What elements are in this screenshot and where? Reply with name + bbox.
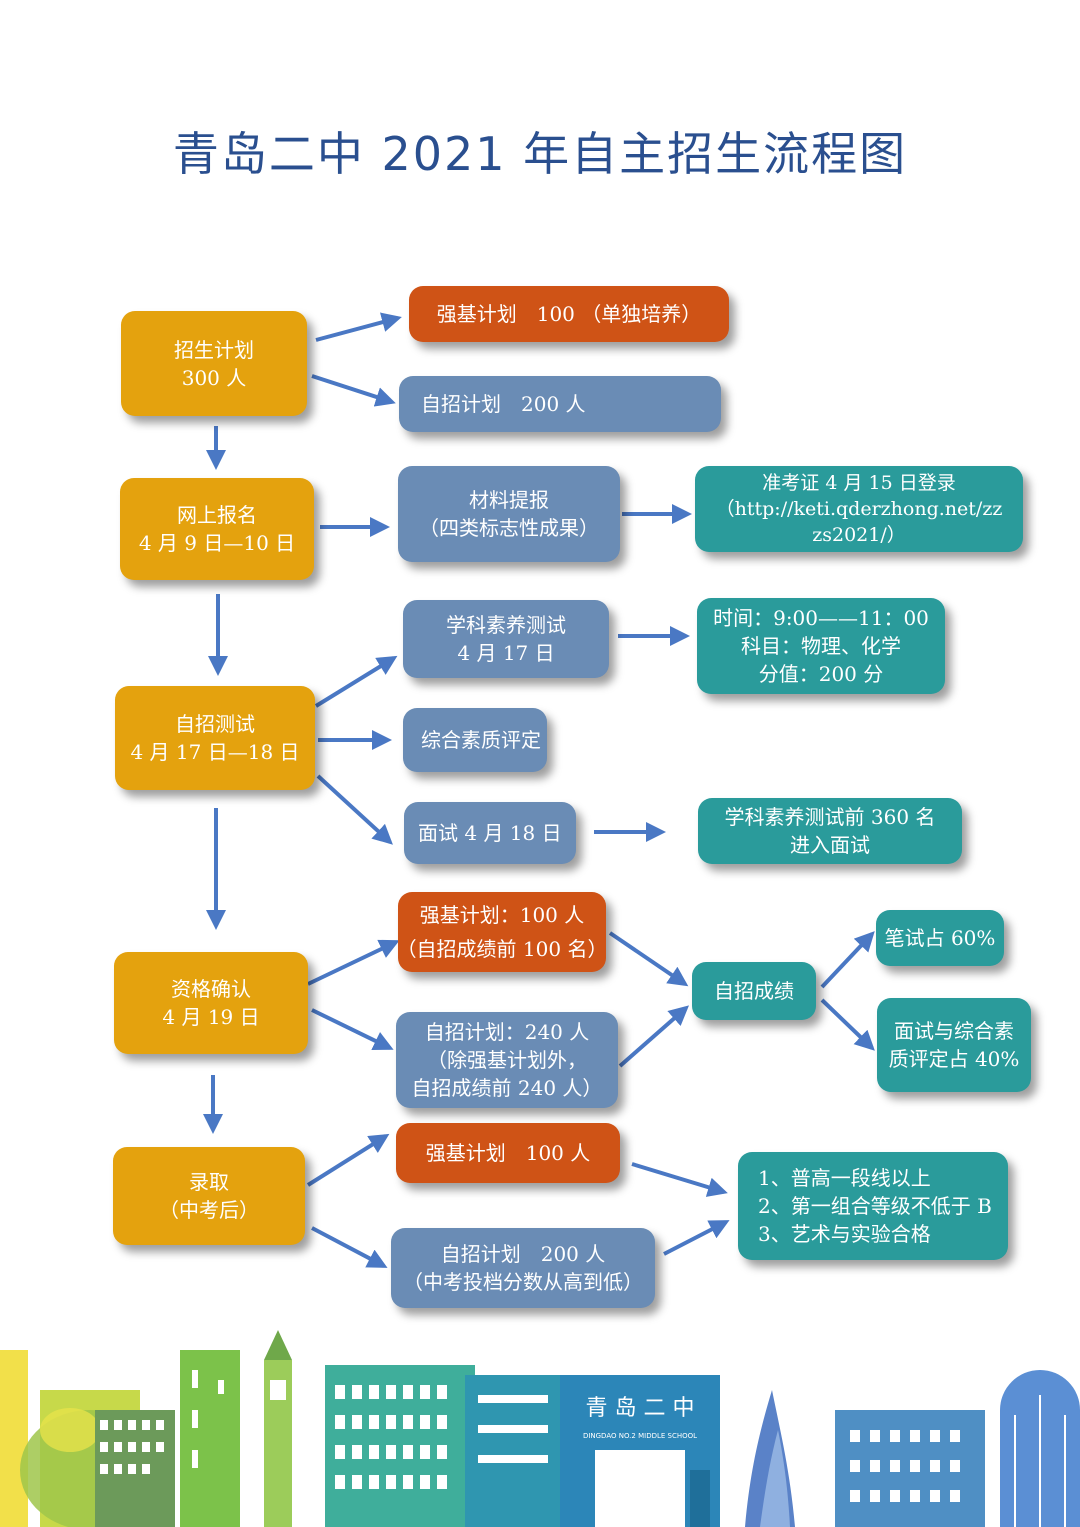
admit-requirements: 1、普高一段线以上 2、第一组合等级不低于 B 3、艺术与实验合格 (738, 1152, 1008, 1260)
signup-material-line1: 材料提报 (469, 488, 549, 512)
step-plan: 招生计划 300 人 (121, 311, 307, 416)
step-test-title: 自招测试 (175, 712, 255, 736)
step-confirm-date: 4 月 19 日 (162, 1005, 260, 1029)
signup-ticket: 准考证 4 月 15 日登录 （http://keti.qderzhong.ne… (695, 466, 1023, 552)
arrow-score-written (820, 931, 875, 989)
admit-zizhao: 自招计划 200 人 （中考投档分数从高到低） (391, 1228, 655, 1308)
test-subject: 学科素养测试 4 月 17 日 (403, 600, 609, 678)
test-schedule-time: 时间：9:00——11：00 (713, 606, 929, 630)
test-schedule-score: 分值：200 分 (758, 662, 884, 686)
step-signup-date: 4 月 9 日—10 日 (138, 531, 296, 555)
arrow-plan-zizhao (311, 374, 396, 407)
arrow-admit-qiangji (306, 1133, 390, 1187)
signup-ticket-line3: zs2021/） (812, 524, 906, 546)
confirm-zizhao-line3: 自招成绩前 240 人） (411, 1076, 603, 1100)
arrow-test-subject (314, 655, 398, 708)
plan-qiangji-label: 强基计划 100 （单独培养） (436, 302, 702, 326)
confirm-score: 自招成绩 (692, 962, 816, 1020)
arrow-qiangji-req (631, 1162, 728, 1197)
test-interview-note-line2: 进入面试 (790, 833, 870, 857)
confirm-interview: 面试与综合素 质评定占 40% (877, 998, 1031, 1092)
test-interview-label: 面试 4 月 18 日 (418, 821, 562, 845)
test-quality-label: 综合素质评定 (421, 728, 541, 752)
arrow-score-interview (820, 998, 875, 1051)
plan-qiangji: 强基计划 100 （单独培养） (409, 286, 729, 342)
admit-req-2: 2、第一组合等级不低于 B (758, 1194, 992, 1218)
signup-material: 材料提报 （四类标志性成果） (398, 466, 620, 562)
arrow-plan-qiangji (315, 312, 402, 342)
gate-sign-subtext: DINGDAO NO.2 MIDDLE SCHOOL (583, 1432, 697, 1440)
test-interview-note-line1: 学科素养测试前 360 名 (724, 805, 936, 829)
step-admit: 录取 （中考后） (113, 1147, 305, 1245)
confirm-qiangji-line2: （自招成绩前 100 名） (396, 937, 608, 961)
confirm-written-label: 笔试占 60% (884, 926, 996, 950)
confirm-zizhao-line1: 自招计划：240 人 (424, 1020, 590, 1044)
test-subject-line2: 4 月 17 日 (457, 641, 555, 665)
step-signup: 网上报名 4 月 9 日—10 日 (120, 478, 314, 580)
gate-sign-text: 青 岛 二 中 (586, 1396, 695, 1421)
test-interview-note: 学科素养测试前 360 名 进入面试 (698, 798, 962, 864)
test-schedule: 时间：9:00——11：00 科目：物理、化学 分值：200 分 (697, 598, 945, 694)
test-interview: 面试 4 月 18 日 (404, 802, 576, 864)
step-confirm-title: 资格确认 (171, 977, 251, 1001)
arrow-confirm-qiangji (307, 939, 400, 986)
step-confirm: 资格确认 4 月 19 日 (114, 952, 308, 1054)
confirm-written: 笔试占 60% (876, 910, 1004, 966)
arrow-qiangji-score (608, 931, 689, 987)
signup-ticket-line1: 准考证 4 月 15 日登录 (762, 472, 956, 494)
signup-ticket-line2: （http://keti.qderzhong.net/zz (715, 498, 1003, 520)
step-plan-count: 300 人 (181, 365, 247, 390)
confirm-score-label: 自招成绩 (714, 979, 794, 1003)
confirm-zizhao: 自招计划：240 人 （除强基计划外， 自招成绩前 240 人） (396, 1012, 618, 1108)
test-schedule-subjects: 科目：物理、化学 (741, 634, 901, 658)
confirm-interview-line1: 面试与综合素 (894, 1019, 1014, 1043)
arrow-admit-zizhao (311, 1226, 388, 1268)
test-subject-line1: 学科素养测试 (446, 613, 566, 637)
plan-zizhao: 自招计划 200 人 (399, 376, 721, 432)
plan-zizhao-label: 自招计划 200 人 (421, 392, 586, 416)
step-admit-note: （中考后） (159, 1198, 259, 1222)
confirm-qiangji: 强基计划：100 人 （自招成绩前 100 名） (396, 892, 608, 972)
admit-qiangji-label: 强基计划 100 人 (425, 1141, 591, 1165)
arrow-zizhao-score (618, 1005, 690, 1068)
campus-skyline-illustration: 青 岛 二 中 DINGDAO NO.2 MIDDLE SCHOOL (0, 1330, 1080, 1527)
arrow-test-interview (316, 774, 393, 845)
step-admit-title: 录取 (189, 1170, 229, 1194)
confirm-qiangji-line1: 强基计划：100 人 (419, 903, 585, 927)
step-plan-title: 招生计划 (174, 337, 254, 362)
admit-zizhao-line1: 自招计划 200 人 (440, 1242, 606, 1266)
confirm-interview-line2: 质评定占 40% (888, 1047, 1020, 1071)
flow-arrows (203, 312, 875, 1268)
step-test: 自招测试 4 月 17 日—18 日 (115, 686, 315, 790)
signup-material-line2: （四类标志性成果） (419, 516, 599, 540)
admit-req-3: 3、艺术与实验合格 (758, 1222, 931, 1246)
admit-qiangji: 强基计划 100 人 (396, 1123, 620, 1183)
admit-req-1: 1、普高一段线以上 (758, 1166, 931, 1190)
confirm-zizhao-line2: （除强基计划外， (427, 1048, 587, 1072)
page-title: 青岛二中 2021 年自主招生流程图 (172, 127, 908, 181)
admit-zizhao-line2: （中考投档分数从高到低） (403, 1270, 643, 1294)
test-quality: 综合素质评定 (403, 708, 547, 772)
arrow-confirm-zizhao (311, 1008, 394, 1050)
arrow-zizhao-req (663, 1220, 730, 1256)
step-test-date: 4 月 17 日—18 日 (130, 740, 300, 764)
step-signup-title: 网上报名 (177, 503, 257, 527)
